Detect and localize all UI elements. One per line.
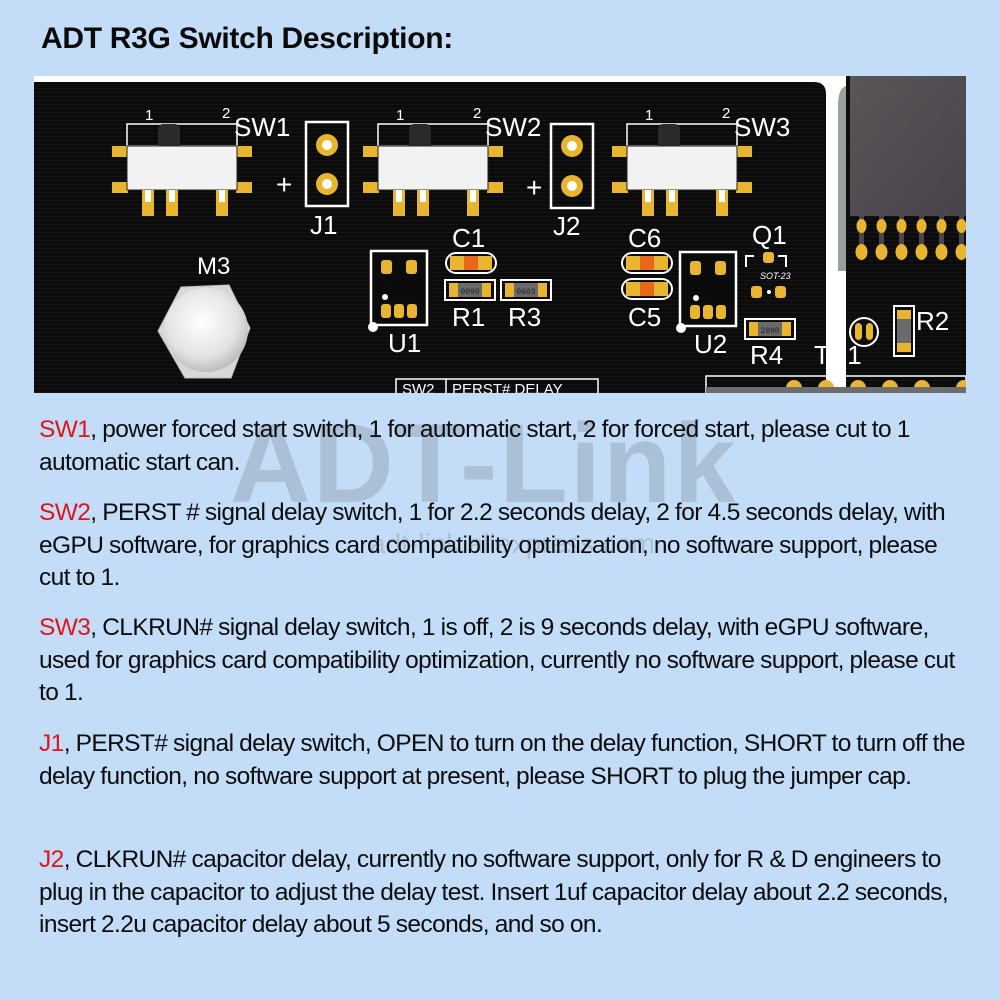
description-j1: J1, PERST# signal delay switch, OPEN to … [39,728,969,793]
c6-label: C6 [628,223,661,253]
svg-text:0603: 0603 [516,288,535,297]
description-key: SW1 [39,416,91,443]
capacitor-c6 [621,252,673,274]
u2-label: U2 [694,329,727,359]
j1-label: J1 [310,210,337,240]
description-text: , CLKRUN# capacitor delay, currently no … [39,846,949,938]
jumper-j1 [304,120,350,208]
j2-polarity: + [526,172,542,203]
test-point-tp1 [849,317,879,347]
description-j2: J2, CLKRUN# capacitor delay, currently n… [39,844,969,942]
description-key: SW3 [39,614,91,641]
m3-label: M3 [197,253,230,280]
resistor-r3: 0603 [500,279,552,301]
r4-label: R4 [750,340,783,370]
sw2-label: SW2 [485,112,541,142]
description-text: , power forced start switch, 1 for autom… [39,416,910,476]
r2-label: R2 [916,306,949,336]
svg-text:SW2: SW2 [402,381,435,393]
switch-pos1-label: 1 [645,107,653,124]
page-title: ADT R3G Switch Description: [41,22,453,55]
description-text: , PERST # signal delay switch, 1 for 2.2… [39,499,946,591]
switch-pos1-label: 1 [145,107,153,124]
tp1-label: TP1 [814,340,862,370]
svg-text:2090: 2090 [760,327,779,336]
description-key: SW2 [39,499,91,526]
silkscreen-table: SW2 PERST# DELAY [395,378,599,393]
switch-pos2-label: 2 [222,105,230,122]
resistor-r1: 0090 [444,279,496,301]
resistor-r2 [893,305,915,357]
switch-pos2-label: 2 [722,105,730,122]
jumper-j2 [549,122,595,210]
description-sw2: SW2, PERST # signal delay switch, 1 for … [39,497,969,595]
m3-mount-hole [157,284,251,379]
description-key: J1 [39,730,64,757]
sw3-label: SW3 [734,112,790,142]
r3-label: R3 [508,302,541,332]
description-sw1: SW1, power forced start switch, 1 for au… [39,414,969,479]
description-text: , CLKRUN# signal delay switch, 1 is off,… [39,614,955,706]
q1-label: Q1 [752,220,787,250]
description-text: , PERST# signal delay switch, OPEN to tu… [39,730,966,790]
c1-label: C1 [452,223,485,253]
transistor-q1: SOT-23 [745,252,791,298]
j2-label: J2 [553,211,580,241]
switch-pos2-label: 2 [473,105,481,122]
j1-polarity: + [276,169,292,200]
capacitor-c1 [445,252,497,274]
bottom-header-pins [706,380,966,393]
connector-block [850,76,966,216]
capacitor-c5 [621,278,673,300]
c5-label: C5 [628,302,661,332]
r1-label: R1 [452,302,485,332]
svg-text:PERST# DELAY: PERST# DELAY [452,381,563,393]
description-key: J2 [39,846,64,873]
chip-u2 [676,250,738,333]
svg-text:SOT-23: SOT-23 [760,271,791,281]
switch-pos1-label: 1 [396,107,404,124]
description-sw3: SW3, CLKRUN# signal delay switch, 1 is o… [39,612,969,710]
connector-pins [855,216,966,260]
svg-text:0090: 0090 [460,288,479,297]
resistor-r4: 2090 [744,318,796,340]
sw1-label: SW1 [234,112,290,142]
chip-u1 [368,249,429,332]
u1-label: U1 [388,328,421,358]
